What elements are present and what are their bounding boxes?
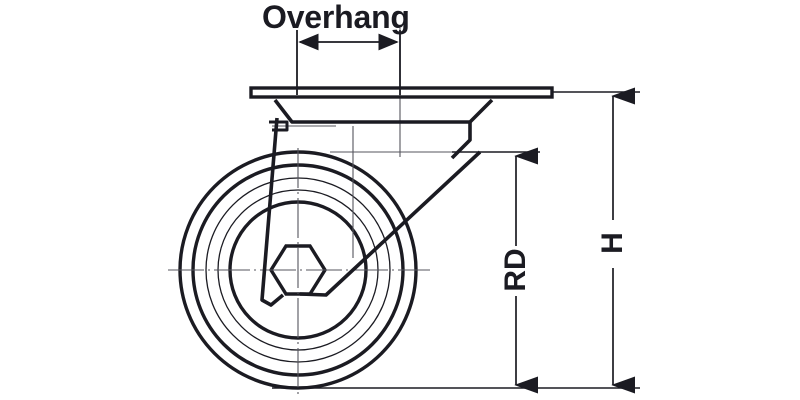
rd-dimension xyxy=(452,147,540,394)
fork-bracket-tab xyxy=(269,120,289,132)
fork-trailing-arm xyxy=(299,150,482,297)
h-dimension-label: H xyxy=(596,232,629,254)
overhang-dimension xyxy=(296,30,401,95)
swivel-fork xyxy=(260,117,482,307)
housing-body-outline xyxy=(273,98,494,124)
rd-dimension-label: RD xyxy=(499,248,532,292)
overhang-dimension-label: Overhang xyxy=(262,0,410,35)
h-dimension xyxy=(552,87,640,394)
fork-leading-leg xyxy=(260,117,285,307)
swivel-housing xyxy=(273,98,494,160)
